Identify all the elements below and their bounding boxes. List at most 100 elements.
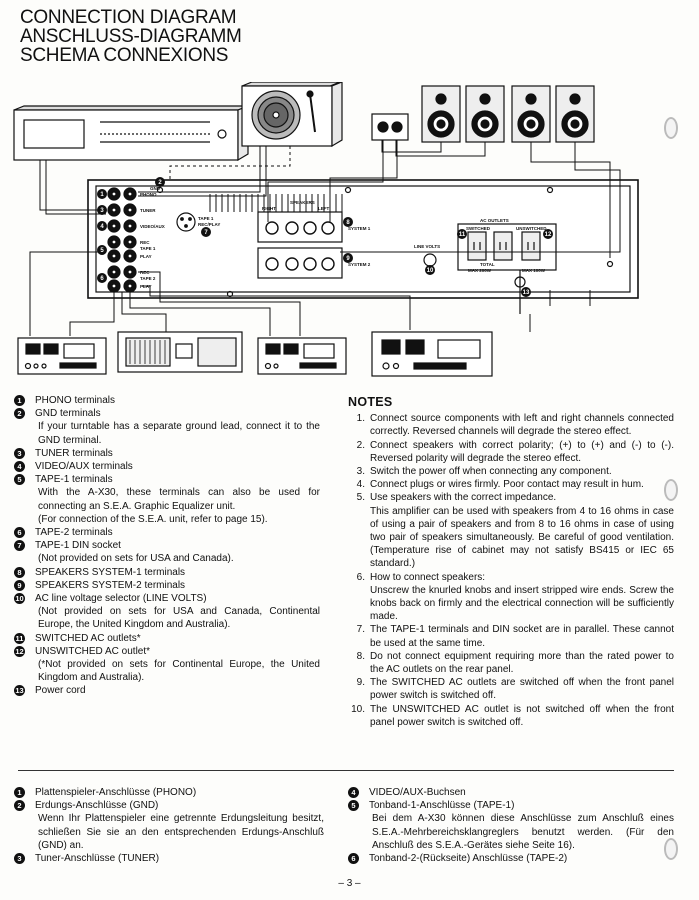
speaker-pair-1	[421, 85, 505, 143]
label-tuner: TUNER	[140, 208, 156, 213]
graphic-equalizer	[117, 331, 243, 373]
tape-deck-3	[371, 331, 493, 377]
legend-item: 2 GND terminals	[14, 407, 320, 420]
legend-label: SPEAKERS SYSTEM-1 terminals	[35, 566, 186, 578]
legend-detail: If your turntable has a separate ground …	[38, 421, 320, 446]
note-number: 1.	[356, 413, 365, 425]
note-text: Do not connect equipment requiring more …	[370, 650, 674, 676]
note-number: 8.	[356, 650, 365, 662]
callout-number-icon: 10	[14, 593, 25, 605]
note-detail: This amplifier can be used with speakers…	[370, 505, 674, 570]
binder-hole-middle	[664, 479, 678, 501]
legend-de-label: Tuner-Anschlüsse (TUNER)	[35, 853, 160, 865]
speaker-pair-2	[511, 85, 595, 143]
label-phono: PHONO	[140, 192, 157, 197]
svg-text:8: 8	[346, 220, 350, 226]
title-german: ANSCHLUSS-DIAGRAMM	[20, 26, 242, 47]
note-item: 6.How to connect speakers:Unscrew the kn…	[348, 571, 674, 624]
legend-de-label: Tonband-1-Anschlüsse (TAPE-1)	[369, 800, 515, 812]
svg-text:6: 6	[100, 276, 104, 282]
note-item: 4. Connect plugs or wires firmly. Poor co…	[348, 478, 674, 491]
legend-de-detail: Bei dem A-X30 können diese Anschlüsse zu…	[372, 813, 674, 851]
legend-detail: (*Not provided on sets for Continental E…	[38, 659, 320, 684]
legend-de-label: Plattenspieler-Anschlüsse (PHONO)	[35, 787, 197, 798]
legend-detail: (For connection of the S.E.A. unit, refe…	[38, 513, 268, 525]
label-ac-outlets: AC OUTLETS	[480, 218, 509, 223]
note-detail: Unscrew the knurled knobs and insert str…	[370, 584, 674, 623]
note-number: 4.	[356, 479, 365, 491]
legend-label: SPEAKERS SYSTEM-2 terminals	[35, 579, 186, 591]
svg-text:12: 12	[545, 232, 552, 238]
note-text: Connect plugs or wires firmly. Poor cont…	[370, 479, 644, 491]
note-text: The TAPE-1 terminals and DIN socket are …	[370, 624, 674, 649]
note-text: The UNSWITCHED AC outlet is not switched…	[370, 703, 674, 728]
label-switched: SWITCHED	[466, 226, 491, 231]
legend-detail: (Not provided on sets for USA and Canada…	[38, 553, 234, 565]
label-play1: PLAY	[140, 254, 152, 259]
legend-label: SWITCHED AC outlets*	[35, 632, 141, 644]
label-unswitched: UNSWITCHED	[516, 226, 547, 231]
note-item: 1.Connect source components with left an…	[348, 412, 674, 438]
svg-text:REC/PLAY: REC/PLAY	[198, 222, 220, 227]
svg-text:1: 1	[100, 192, 104, 198]
legend-item: 10 AC line voltage selector (LINE VOLTS)	[14, 592, 320, 605]
legend-de-detail: Wenn Ihr Plattenspieler eine getrennte E…	[38, 813, 324, 851]
callout-number-icon: 2	[14, 408, 25, 420]
callout-number-icon: 3	[14, 853, 25, 865]
label-system1: SYSTEM 1	[348, 226, 371, 231]
note-number: 5.	[356, 492, 365, 504]
callout-number-icon: 11	[14, 632, 25, 644]
legend-label: TUNER terminals	[35, 447, 113, 459]
label-video-aux: VIDEO/AUX	[140, 224, 165, 229]
binder-hole-bottom	[664, 838, 678, 860]
callout-number-icon: 5	[348, 800, 359, 812]
label-play2: PLAY	[140, 284, 152, 289]
callout-number-icon: 4	[14, 461, 25, 473]
callout-number-icon: 5	[14, 474, 25, 486]
legend-item: 11 SWITCHED AC outlets*	[14, 632, 320, 645]
svg-text:2: 2	[158, 180, 162, 186]
note-text: Use speakers with the correct impedance.…	[370, 492, 674, 570]
legend-label: UNSWITCHED AC outlet*	[35, 645, 151, 657]
svg-text:13: 13	[523, 290, 530, 296]
notes-list: 1.Connect source components with left an…	[348, 412, 674, 729]
amplifier-rear-panel	[87, 179, 639, 314]
svg-text:3: 3	[100, 208, 104, 214]
label-right: RIGHT	[262, 206, 276, 211]
note-item: 8. Do not connect equipment requiring mor…	[348, 650, 674, 676]
note-item: 9.The SWITCHED AC outlets are switched o…	[348, 676, 674, 702]
title-french: SCHEMA CONNEXIONS	[20, 45, 229, 66]
legend-label: TAPE-1 DIN socket	[35, 540, 121, 552]
note-item: 2.Connect speakers with correct polarity…	[348, 439, 674, 465]
svg-text:4: 4	[100, 224, 104, 230]
note-number: 10.	[351, 703, 365, 715]
legend-label: VIDEO/AUX terminals	[35, 461, 133, 473]
note-number: 3.	[356, 466, 365, 478]
legend-label: Power cord	[35, 685, 86, 697]
callout-number-icon: 8	[14, 566, 25, 578]
svg-text:5: 5	[100, 248, 104, 254]
label-tape1-recplay: TAPE 1	[198, 216, 214, 221]
binder-hole-top	[664, 117, 678, 139]
label-rec2: REC	[140, 270, 150, 275]
legend-label: AC line voltage selector (LINE VOLTS)	[35, 593, 207, 605]
turntable-unit	[241, 82, 343, 148]
label-system2: SYSTEM 2	[348, 262, 371, 267]
label-tape1: TAPE 1	[140, 246, 156, 251]
note-number: 2.	[356, 439, 365, 451]
note-text: How to connect speakers:Unscrew the knur…	[370, 571, 674, 623]
note-number: 7.	[356, 624, 365, 636]
tape-deck-2	[257, 337, 347, 375]
legend-label: GND terminals	[35, 408, 101, 420]
callout-number-icon: 1	[14, 395, 25, 406]
svg-text:9: 9	[346, 256, 350, 262]
